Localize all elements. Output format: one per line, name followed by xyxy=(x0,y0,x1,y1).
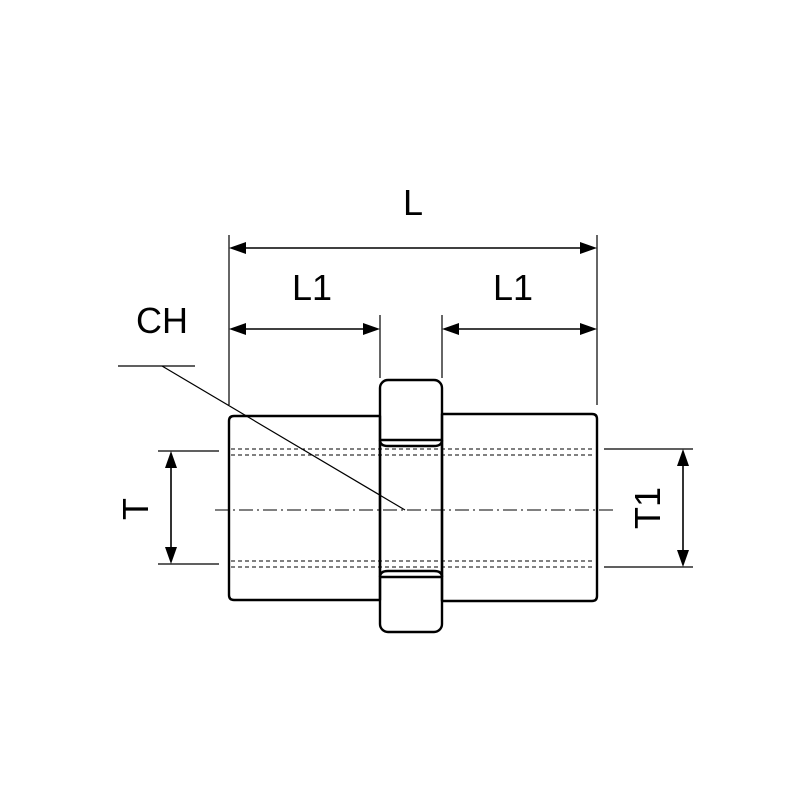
label-ch: CH xyxy=(136,300,188,341)
label-l1-right: L1 xyxy=(493,267,533,308)
left-body xyxy=(227,414,382,602)
dimension-t xyxy=(158,450,219,565)
hidden-thread-lines xyxy=(231,448,595,568)
label-t: T xyxy=(115,498,156,520)
label-l: L xyxy=(403,182,423,223)
label-t1: T1 xyxy=(627,487,668,529)
dimension-l xyxy=(229,242,597,254)
hex-nut xyxy=(378,378,444,634)
ch-leader-line xyxy=(118,365,406,511)
right-body xyxy=(440,412,599,603)
label-l1-left: L1 xyxy=(292,267,332,308)
dimension-l1-right xyxy=(442,323,597,335)
dimension-t1 xyxy=(604,448,693,568)
dimension-l1-left xyxy=(229,323,380,335)
